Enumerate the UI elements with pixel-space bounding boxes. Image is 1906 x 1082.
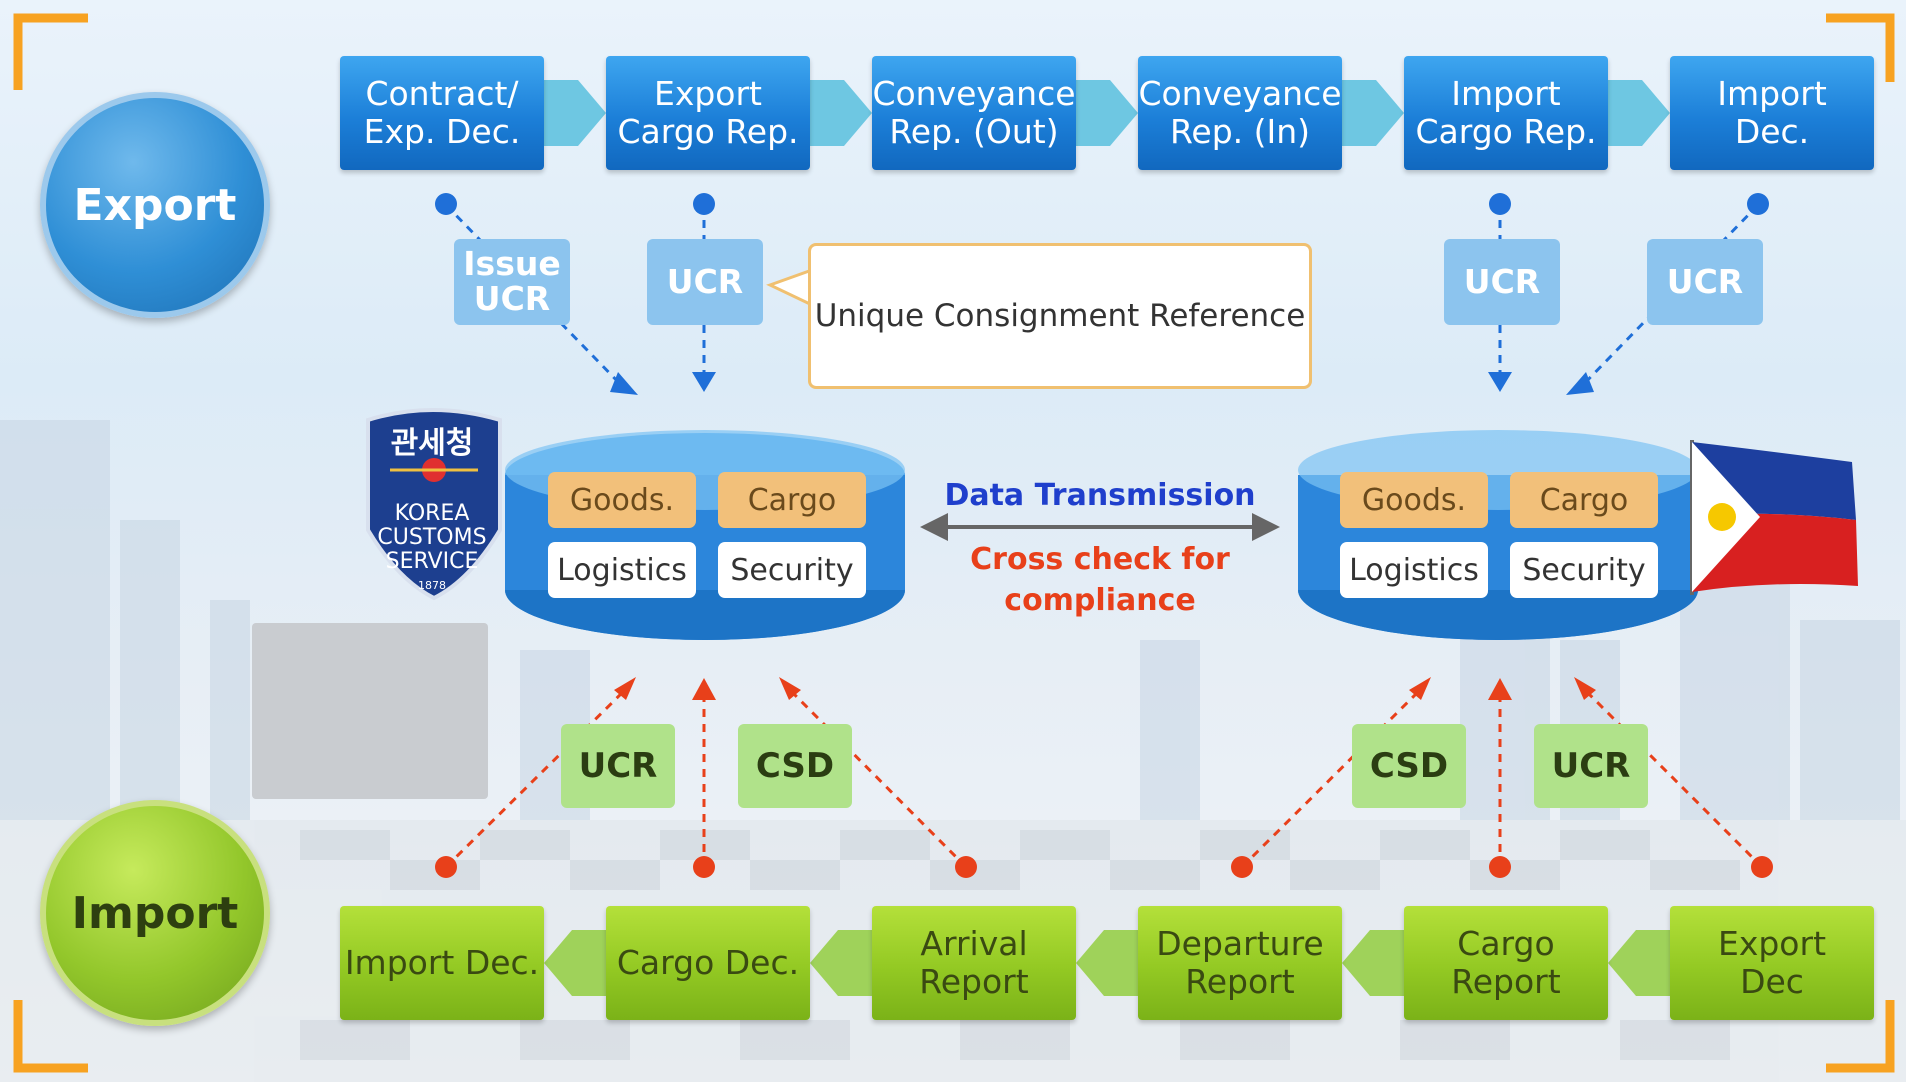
step-conveyance-rep-in: Conveyance Rep. (In) xyxy=(1138,56,1342,170)
step-import-dec: Import Dec. xyxy=(340,906,544,1020)
emblem-hangul: 관세청 xyxy=(390,426,474,461)
csd-tag-import-1: CSD xyxy=(738,724,852,808)
left-database-cylinder xyxy=(505,430,905,640)
import-flow-arrows xyxy=(544,930,1674,996)
emblem-name: KOREA CUSTOMS SERVICE xyxy=(377,501,487,575)
step-import-cargo-rep: Import Cargo Rep. xyxy=(1404,56,1608,170)
emblem-year: 1878 xyxy=(418,578,446,592)
step-import-dec: Import Dec. xyxy=(1670,56,1874,170)
step-departure-report: Departure Report xyxy=(1138,906,1342,1020)
left-db-security: Security xyxy=(718,542,866,598)
step-conveyance-rep-out: Conveyance Rep. (Out) xyxy=(872,56,1076,170)
step-export-cargo-rep: Export Cargo Rep. xyxy=(606,56,810,170)
step-cargo-report: Cargo Report xyxy=(1404,906,1608,1020)
ucr-tag-import-2: UCR xyxy=(1534,724,1648,808)
korea-customs-emblem-text: 관세청 KOREA CUSTOMS SERVICE 1878 xyxy=(360,418,504,592)
right-database-cylinder xyxy=(1298,430,1698,640)
left-db-logistics: Logistics xyxy=(548,542,696,598)
right-db-cargo: Cargo xyxy=(1510,472,1658,528)
step-cargo-dec: Cargo Dec. xyxy=(606,906,810,1020)
right-db-security: Security xyxy=(1510,542,1658,598)
korea-customs-emblem xyxy=(366,408,502,601)
right-db-goods: Goods. xyxy=(1340,472,1488,528)
export-label: Export xyxy=(73,179,237,231)
ucr-tag-export-2: UCR xyxy=(1444,239,1560,325)
step-export-dec: Export Dec xyxy=(1670,906,1874,1020)
import-dots xyxy=(435,677,1773,878)
ucr-tag-export-1: UCR xyxy=(647,239,763,325)
import-label: Import xyxy=(71,887,239,939)
data-transmission-label: Data Transmission xyxy=(944,478,1256,513)
cross-check-label: Cross check for compliance xyxy=(970,542,1230,618)
left-db-goods: Goods. xyxy=(548,472,696,528)
export-dots xyxy=(435,193,1769,395)
right-db-logistics: Logistics xyxy=(1340,542,1488,598)
ucr-tag-export-3: UCR xyxy=(1647,239,1763,325)
ucr-tag-import-1: UCR xyxy=(561,724,675,808)
step-contract-exp-dec: Contract/ Exp. Dec. xyxy=(340,56,544,170)
philippines-flag xyxy=(1690,440,1858,595)
import-circle: Import xyxy=(40,800,270,1026)
export-flow-arrows xyxy=(540,80,1670,146)
export-circle: Export xyxy=(40,92,270,318)
data-transmission-arrow xyxy=(920,513,1280,541)
step-arrival-report: Arrival Report xyxy=(872,906,1076,1020)
left-db-cargo: Cargo xyxy=(718,472,866,528)
import-connectors xyxy=(444,683,1764,869)
callout-text: Unique Consignment Reference xyxy=(814,298,1306,334)
skyline xyxy=(0,420,1900,820)
issue-ucr-tag: Issue UCR xyxy=(454,239,570,325)
photo-frame xyxy=(252,623,488,799)
ucr-definition-callout: Unique Consignment Reference xyxy=(808,243,1312,389)
csd-tag-import-2: CSD xyxy=(1352,724,1466,808)
corner-brackets xyxy=(13,13,1895,1073)
